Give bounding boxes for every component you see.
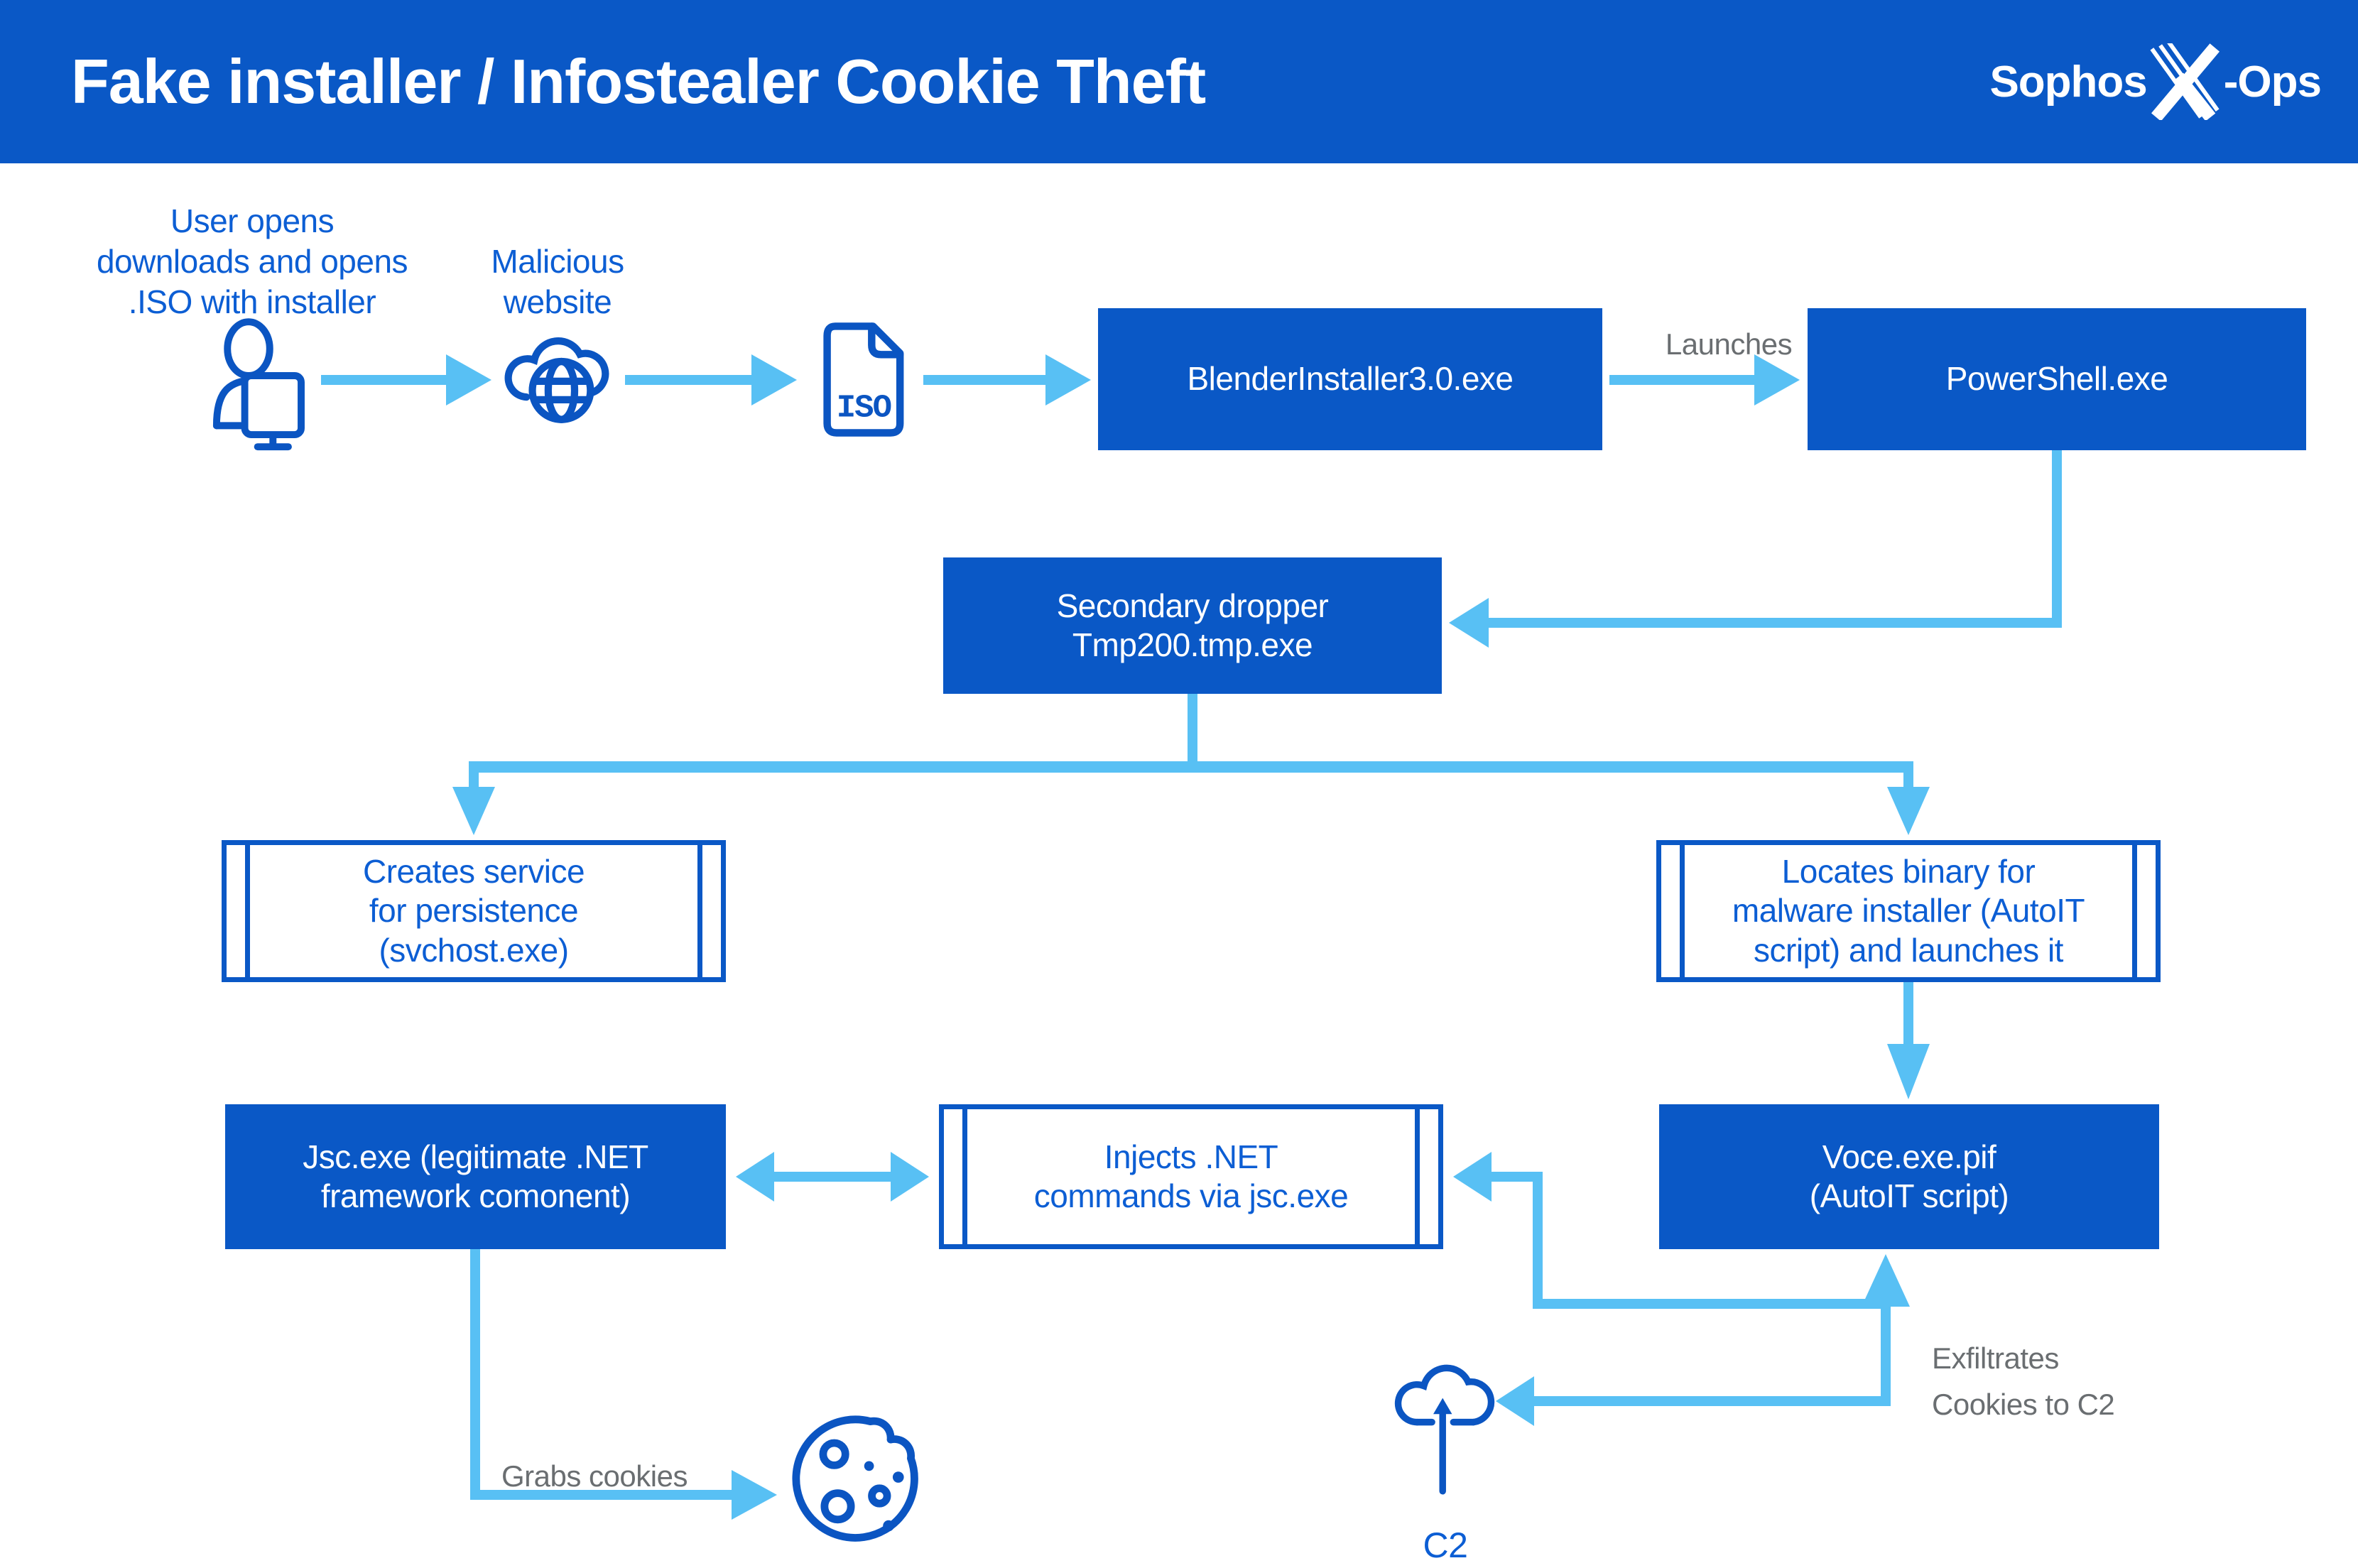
logo-sophos-text: Sophos: [1989, 57, 2147, 107]
edge-website-to-iso: [625, 354, 797, 405]
node-creates-service: Creates service for persistence (svchost…: [222, 840, 726, 982]
edge-blender-to-powershell: [1609, 354, 1800, 405]
edge-secondary-split: [452, 694, 1930, 835]
c2-label: C2: [1423, 1525, 1468, 1565]
edge-jsc-injects-bidirectional: [736, 1152, 929, 1202]
node-jsc-exe: Jsc.exe (legitimate .NET framework comon…: [225, 1104, 726, 1249]
grabs-cookies-edge-label: Grabs cookies: [501, 1459, 688, 1493]
node-line: (svchost.exe): [379, 931, 569, 969]
node-line: Injects .NET: [1104, 1138, 1278, 1175]
node-line: PowerShell.exe: [1945, 360, 2168, 398]
user-step-line: .ISO with installer: [128, 283, 376, 321]
node-line: Secondary dropper: [1056, 587, 1329, 624]
edge-jsc-to-cookie: [470, 1249, 777, 1520]
edge-user-to-website: [321, 354, 491, 405]
edge-locates-to-voce: [1887, 982, 1930, 1099]
exfiltrates-line: Exfiltrates: [1932, 1341, 2059, 1375]
node-locates-binary: Locates binary for malware installer (Au…: [1656, 840, 2161, 982]
node-line: Creates service: [362, 853, 585, 891]
node-line: Voce.exe.pif: [1822, 1138, 1996, 1175]
node-line: framework comonent): [320, 1177, 631, 1214]
exfiltrates-edge-label: Exfiltrates Cookies to C2: [1932, 1335, 2216, 1427]
website-label-line: website: [503, 283, 612, 321]
sophos-x-ops-logo: Sophos -Ops: [1989, 0, 2322, 163]
node-line: BlenderInstaller3.0.exe: [1187, 360, 1514, 398]
cloud-upload-icon: [1394, 1364, 1495, 1495]
node-line: Jsc.exe (legitimate .NET: [303, 1138, 648, 1175]
edge-powershell-to-secondary: [1449, 450, 2062, 648]
exfiltrates-line: Cookies to C2: [1932, 1388, 2115, 1422]
website-label-line: Malicious: [491, 243, 624, 280]
page-title: Fake installer / Infostealer Cookie Thef…: [71, 46, 1206, 116]
edge-iso-to-blender: [923, 354, 1091, 405]
node-blender-installer: BlenderInstaller3.0.exe: [1098, 308, 1602, 450]
header-bar: Fake installer / Infostealer Cookie Thef…: [0, 0, 2358, 163]
user-monitor-icon: [212, 318, 305, 451]
website-label: Malicious website: [469, 241, 646, 322]
node-injects-net: Injects .NET commands via jsc.exe: [939, 1104, 1443, 1249]
node-line: Locates binary for: [1781, 853, 2036, 891]
node-voce-autoit: Voce.exe.pif (AutoIT script): [1659, 1104, 2159, 1249]
bitten-cookie-icon: [792, 1415, 918, 1542]
node-line: (AutoIT script): [1809, 1177, 2009, 1214]
user-step-line: User opens: [170, 202, 335, 239]
edge-voce-to-injects: [1453, 1152, 1891, 1309]
node-line: for persistence: [369, 892, 579, 930]
launches-edge-label: Launches: [1665, 327, 1793, 361]
logo-ops-text: -Ops: [2223, 57, 2322, 107]
node-line: script) and launches it: [1754, 931, 2063, 969]
iso-file-icon: ISO: [823, 322, 904, 437]
cloud-globe-icon: [504, 337, 609, 423]
user-step-line: downloads and opens: [96, 243, 408, 281]
sophos-x-icon: [2150, 43, 2220, 120]
node-line: malware installer (AutoIT: [1732, 892, 2085, 930]
user-step-label: User opens downloads and opens .ISO with…: [64, 201, 440, 322]
edge-exfiltrate-to-c2: [1496, 1254, 1910, 1426]
iso-icon-label: ISO: [837, 390, 891, 427]
node-secondary-dropper: Secondary dropper Tmp200.tmp.exe: [943, 557, 1442, 694]
node-line: Tmp200.tmp.exe: [1072, 626, 1313, 663]
node-line: commands via jsc.exe: [1033, 1177, 1349, 1214]
node-powershell: PowerShell.exe: [1808, 308, 2306, 450]
